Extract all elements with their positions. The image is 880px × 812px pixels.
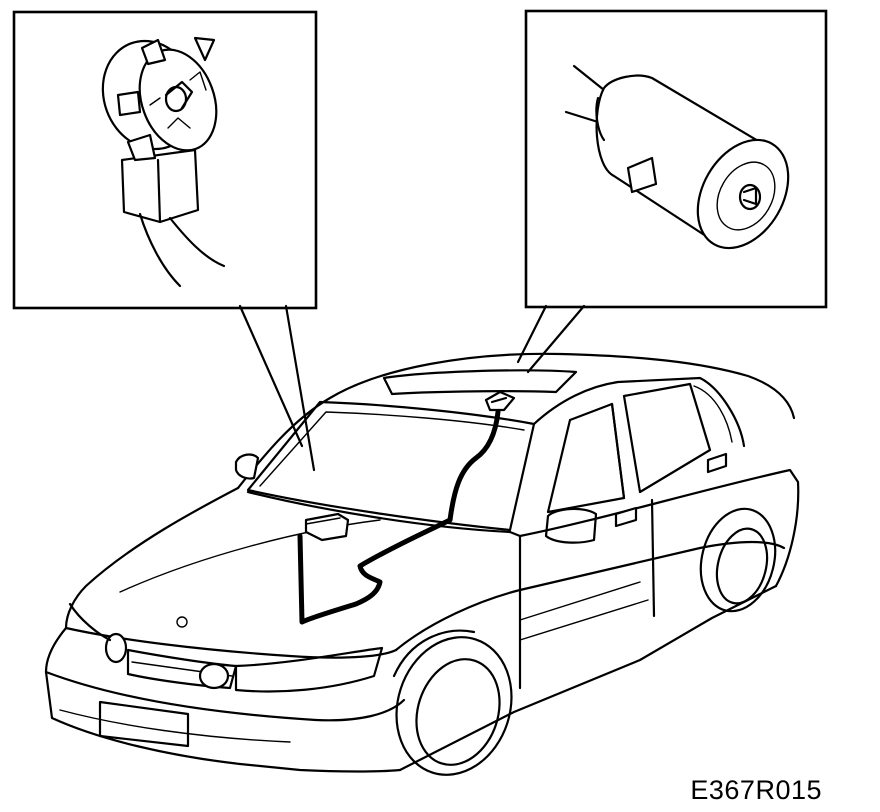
connector-detail-inset: [12, 10, 318, 310]
vehicle-illustration: [44, 352, 800, 776]
connector-plug-icon: [101, 36, 226, 288]
reference-code: E367R015: [690, 775, 822, 805]
cylindrical-sensor-icon: [564, 64, 790, 250]
wiring-harness: [297, 409, 501, 625]
callout-pointers: [238, 304, 586, 472]
roof-sensor-marker: [484, 390, 516, 412]
cowl-connector-marker: [304, 512, 350, 542]
sensor-detail-inset: [524, 9, 828, 309]
